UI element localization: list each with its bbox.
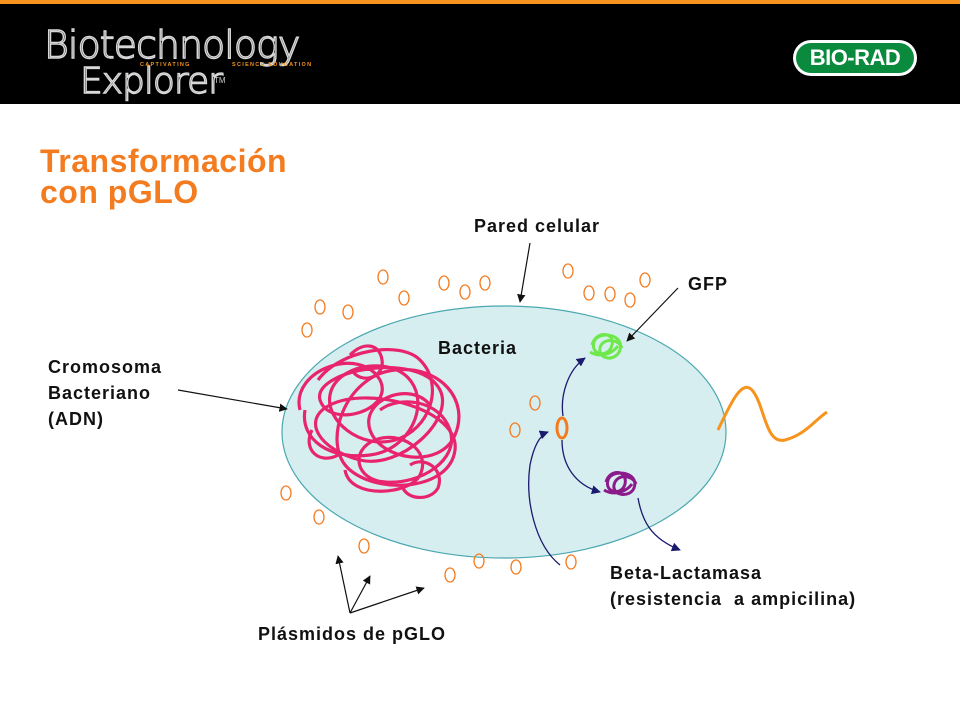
logo-trademark: TM: [214, 76, 226, 85]
plasmid: [444, 567, 456, 583]
plasmid: [342, 304, 354, 320]
label-bacteria: Bacteria: [438, 338, 518, 358]
label-pared-celular: Pared celular: [474, 216, 601, 236]
arrow-uptake: [528, 430, 561, 566]
bio-rad-logo-text: BIO-RAD: [796, 43, 914, 73]
plasmid: [510, 559, 522, 575]
plasmid: [562, 263, 574, 279]
logo-tagline-left: CAPTIVATING: [140, 62, 191, 68]
plasmid: [624, 292, 636, 308]
arrow-plasmid-3: [349, 586, 425, 614]
plasmid: [280, 485, 292, 501]
plasmid: [529, 395, 541, 411]
bacterial-chromosome: [297, 344, 461, 499]
label-cromosoma-line2: Bacteriano: [48, 383, 152, 403]
arrow-plasmid-1: [335, 555, 351, 614]
plasmid: [565, 554, 577, 570]
plasmids-group: [280, 263, 651, 583]
header-accent-line: [0, 0, 960, 4]
arrow-gfp: [626, 287, 679, 342]
label-gfp: GFP: [688, 274, 729, 294]
slide-title-line1: Transformación: [40, 143, 288, 179]
plasmid: [358, 538, 370, 554]
plasmid: [377, 269, 389, 285]
label-beta-lactamasa: Beta-Lactamasa: [610, 563, 763, 583]
arrow-cell-wall: [517, 242, 531, 303]
plasmid: [479, 275, 491, 291]
plasmid: [509, 422, 521, 438]
plasmid: [398, 290, 410, 306]
plasmid: [313, 509, 325, 525]
plasmid: [604, 286, 616, 302]
label-cromosoma-line3: (ADN): [48, 409, 104, 429]
plasmid: [438, 275, 450, 291]
logo-explorer: Explorer: [79, 61, 223, 102]
slide-title-line2: con pGLO: [40, 174, 199, 210]
arrow-chromosome: [177, 389, 288, 412]
arrow-plasmid-to-gfp: [561, 357, 586, 417]
plasmid-in-cell: [555, 416, 569, 440]
logo-biotechnology: Biotechnology: [43, 23, 301, 67]
plasmid: [314, 299, 326, 315]
bio-rad-logo: BIO-RAD: [793, 40, 917, 76]
beta-lactamase-gene: [603, 471, 638, 496]
label-cromosoma-line1: Cromosoma: [48, 357, 163, 377]
plasmid: [639, 272, 651, 288]
arrow-bla-to-label: [637, 497, 681, 552]
logo-tagline-right: SCIENCE EDUCATION: [232, 62, 313, 68]
header-bar: Biotechnology Explorer TM CAPTIVATING SC…: [0, 0, 960, 104]
arrow-plasmid-2: [349, 575, 371, 614]
plasmid: [473, 553, 485, 569]
label-plasmidos-pglo: Plásmidos de pGLO: [258, 624, 447, 644]
slide-title: Transformación con pGLO: [40, 143, 288, 210]
flagellum: [716, 386, 828, 442]
label-resistencia-ampicilina: (resistencia a ampicilina): [610, 589, 857, 609]
arrow-plasmid-to-bla: [561, 439, 601, 495]
plasmid: [459, 284, 471, 300]
plasmid: [583, 285, 595, 301]
gfp-gene: [589, 333, 624, 360]
plasmid: [301, 322, 313, 338]
